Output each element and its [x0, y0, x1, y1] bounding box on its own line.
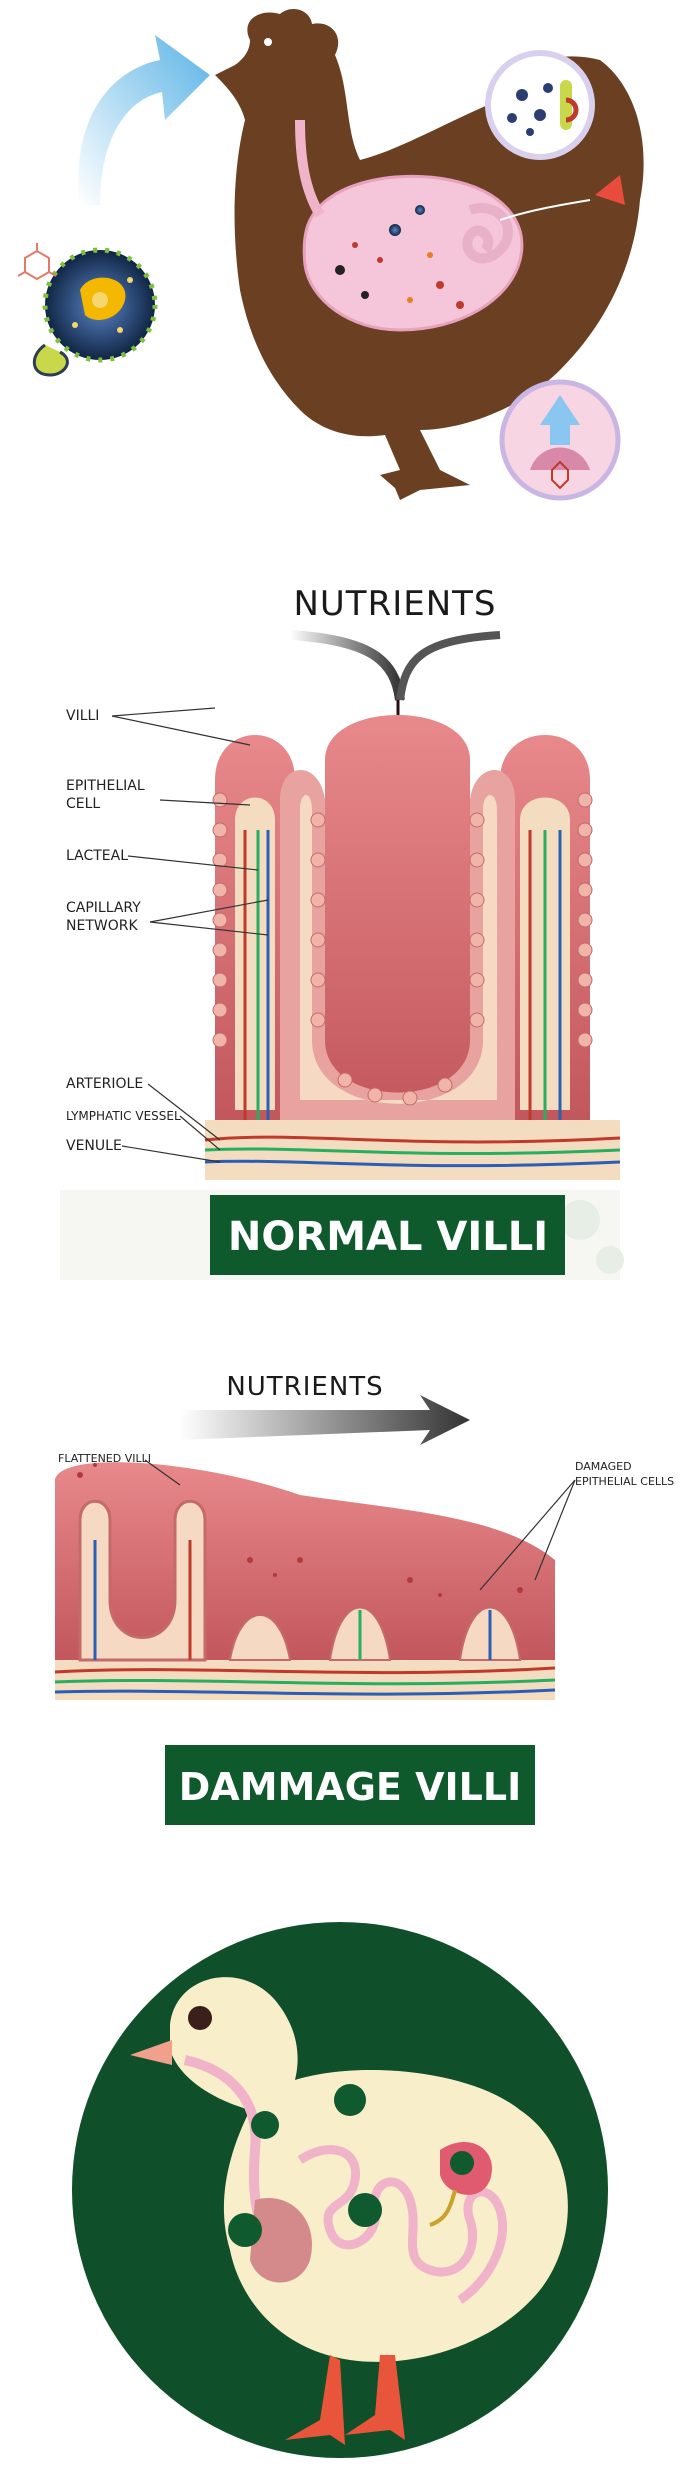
- label-villi: VILLI: [66, 708, 99, 724]
- label-lymphatic: LYMPHATIC VESSEL: [66, 1109, 181, 1123]
- chick-gizzard: [250, 2198, 312, 2283]
- probiotic-cell-icon: [32, 247, 158, 377]
- damage-villi-banner: [165, 1745, 535, 1825]
- label-lacteal: LACTEAL: [66, 848, 128, 864]
- hen-illustration: [17, 9, 644, 501]
- gut-bacteria-markers: [228, 2084, 474, 2247]
- down-arrow-icon: [289, 630, 405, 701]
- intestine-loop: [462, 203, 513, 264]
- digestive-system: [302, 174, 524, 332]
- curved-arrow-icon: [78, 35, 210, 205]
- flattened-villi-structure: [54, 1462, 556, 1700]
- damaged-villi-diagram: NUTRIENTS: [54, 1372, 674, 1825]
- label-capillary-2: NETWORK: [66, 918, 138, 934]
- villi-structure: [204, 715, 621, 1180]
- label-epithelial-1: EPITHELIAL: [66, 778, 145, 794]
- absorption-zoom-circle: [499, 379, 621, 501]
- chick-yolk-stalk: [429, 2189, 457, 2227]
- chick-leg-right: [345, 2355, 405, 2440]
- warning-triangle-icon: [595, 175, 625, 205]
- damage-villi-banner-text: DAMMAGE VILLI: [179, 1765, 521, 1809]
- chick-illustration: [72, 1922, 608, 2458]
- chick-beak: [130, 2040, 172, 2065]
- label-flattened: FLATTENED VILLI: [58, 1452, 151, 1465]
- label-damaged-2: EPITHELIAL CELLS: [575, 1475, 674, 1488]
- label-damaged-1: DAMAGED: [575, 1460, 632, 1473]
- esophagus: [295, 119, 325, 218]
- molecule-icon: [17, 243, 57, 281]
- nutrient-particles: [335, 205, 464, 309]
- hen-eye: [264, 38, 272, 46]
- chick-leg-left: [285, 2355, 345, 2445]
- chick-eye: [188, 2006, 212, 2030]
- right-arrow-icon: [180, 1395, 470, 1445]
- normal-villi-labels: VILLI EPITHELIAL CELL LACTEAL CAPILLARY …: [66, 707, 269, 1163]
- label-venule: VENULE: [66, 1138, 122, 1154]
- label-arteriole: ARTERIOLE: [66, 1076, 143, 1092]
- label-capillary-1: CAPILLARY: [66, 900, 141, 916]
- label-epithelial-2: CELL: [66, 796, 100, 812]
- bacteria-zoom-circle: [485, 50, 595, 160]
- normal-villi-diagram: NUTRIENTS: [60, 584, 624, 1280]
- normal-villi-banner: [210, 1195, 565, 1275]
- nutrients-heading-normal: NUTRIENTS: [293, 584, 496, 624]
- nutrients-heading-damaged: NUTRIENTS: [226, 1372, 383, 1402]
- damaged-villi-labels: FLATTENED VILLI DAMAGED EPITHELIAL CELLS: [58, 1452, 674, 1591]
- connector-line: [499, 199, 591, 221]
- chick-intestines: [297, 2145, 508, 2304]
- normal-villi-banner-text: NORMAL VILLI: [228, 1214, 548, 1260]
